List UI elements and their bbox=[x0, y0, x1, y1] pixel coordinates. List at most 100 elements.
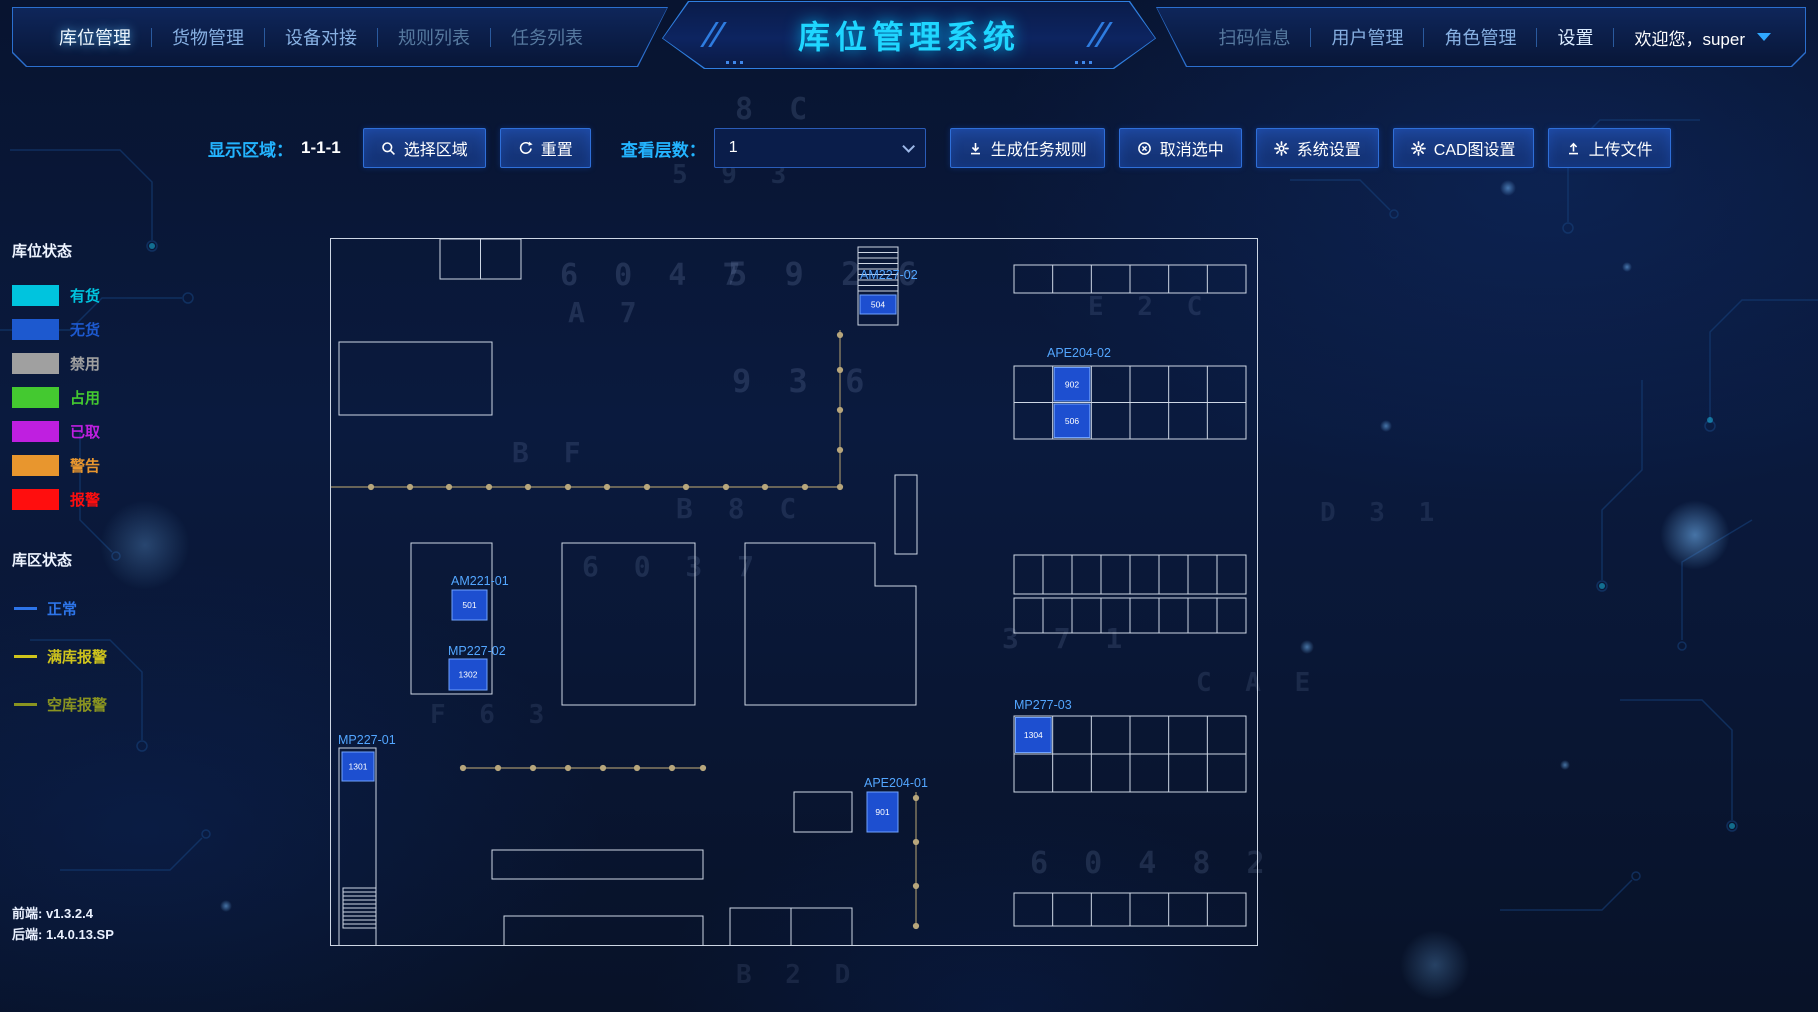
map-room bbox=[338, 341, 493, 416]
status-swatch bbox=[12, 318, 59, 340]
storage-cell[interactable] bbox=[448, 658, 488, 691]
generate-rule-button[interactable]: 生成任务规则 bbox=[949, 128, 1105, 168]
conveyor-node bbox=[722, 483, 730, 491]
cancel-select-label: 取消选中 bbox=[1159, 142, 1224, 159]
rack-label: APE204-02 bbox=[1047, 346, 1111, 360]
storage-cell[interactable] bbox=[341, 751, 375, 782]
matrix-glyph: B 2 D bbox=[736, 960, 860, 990]
storage-cell-label: 901 bbox=[875, 807, 889, 817]
gear-icon bbox=[1410, 140, 1426, 156]
reset-button[interactable]: 重置 bbox=[499, 128, 591, 168]
storage-cell-label: 1301 bbox=[349, 762, 368, 772]
conveyor-node bbox=[603, 483, 611, 491]
bokeh-dot bbox=[1400, 930, 1470, 1000]
map-room bbox=[338, 747, 377, 946]
cad-settings-button[interactable]: CAD图设置 bbox=[1392, 128, 1534, 168]
emblem-dots-left bbox=[726, 61, 743, 64]
status-label: 禁用 bbox=[70, 355, 101, 373]
conveyor-node bbox=[682, 483, 690, 491]
rack-label: APE204-01 bbox=[864, 776, 928, 790]
conveyor-node bbox=[494, 764, 502, 772]
map-room bbox=[894, 474, 918, 555]
slot-status-title: 库位状态 bbox=[12, 243, 73, 260]
floorplan-map[interactable]: 902506130450450113021301901AM227-02APE20… bbox=[330, 238, 1258, 946]
storage-cell[interactable] bbox=[866, 791, 899, 833]
legend-item-occupied: 占用 bbox=[12, 385, 172, 409]
upload-icon bbox=[1566, 141, 1581, 156]
reset-label: 重置 bbox=[540, 142, 573, 159]
nav-item-storage-mgmt[interactable]: 库位管理 bbox=[59, 28, 131, 48]
rack-label: AM227-02 bbox=[860, 268, 918, 282]
layer-label: 查看层数： bbox=[620, 140, 706, 160]
toolbar: 显示区域： 1-1-1 选择区域 重置 查看层数： 1 生成任务规则 bbox=[208, 127, 1671, 169]
status-swatch bbox=[12, 488, 59, 510]
header: 库位管理 货物管理 设备对接 规则列表 任务列表 库位管理系统 bbox=[0, 0, 1818, 80]
conveyor-node bbox=[912, 882, 920, 890]
nav-item-rule-list[interactable]: 规则列表 bbox=[398, 28, 470, 48]
generate-rule-label: 生成任务规则 bbox=[990, 142, 1087, 159]
cancel-circle-icon bbox=[1137, 141, 1152, 156]
download-icon bbox=[968, 141, 983, 156]
zone-line-swatch bbox=[14, 655, 37, 658]
conveyor-node bbox=[564, 483, 572, 491]
bokeh-dot bbox=[1560, 760, 1570, 770]
emblem-dots-right bbox=[1075, 61, 1092, 64]
nav-item-goods-mgmt[interactable]: 货物管理 bbox=[172, 28, 244, 48]
storage-cell[interactable] bbox=[1053, 403, 1091, 438]
zone-item-full-alarm: 满库报警 bbox=[12, 646, 172, 667]
nav-item-scan-info[interactable]: 扫码信息 bbox=[1218, 28, 1291, 48]
zone-item-empty-alarm: 空库报警 bbox=[12, 694, 172, 715]
select-area-button[interactable]: 选择区域 bbox=[362, 128, 486, 168]
conveyor-node bbox=[912, 794, 920, 802]
storage-cell-label: 504 bbox=[871, 300, 885, 310]
zone-label: 空库报警 bbox=[47, 697, 108, 714]
storage-cell-label: 1302 bbox=[459, 670, 478, 680]
zone-label: 正常 bbox=[47, 601, 78, 618]
zone-line-swatch bbox=[14, 703, 37, 706]
nav-item-settings[interactable]: 设置 bbox=[1557, 28, 1594, 48]
nav-item-device-link[interactable]: 设备对接 bbox=[285, 28, 357, 48]
conveyor-node bbox=[406, 483, 414, 491]
gear-icon bbox=[1273, 140, 1289, 156]
title-emblem: 库位管理系统 bbox=[662, 1, 1156, 69]
conveyor-node bbox=[699, 764, 707, 772]
upload-file-label: 上传文件 bbox=[1588, 142, 1653, 159]
right-nav-frame: 扫码信息 用户管理 角色管理 设置 欢迎您，super bbox=[1156, 7, 1806, 67]
nav-separator bbox=[1310, 28, 1311, 47]
nav-separator bbox=[151, 28, 152, 47]
layer-select[interactable]: 1 bbox=[713, 128, 926, 168]
storage-cell[interactable] bbox=[1053, 367, 1091, 402]
zone-item-normal: 正常 bbox=[12, 598, 172, 619]
map-room bbox=[793, 791, 853, 833]
storage-cell[interactable] bbox=[859, 294, 897, 315]
legend-item-picked: 已取 bbox=[12, 419, 172, 443]
storage-cell[interactable] bbox=[451, 589, 488, 621]
secondary-nav: 扫码信息 用户管理 角色管理 设置 欢迎您，super bbox=[1157, 24, 1805, 50]
nav-item-role-mgmt[interactable]: 角色管理 bbox=[1444, 28, 1517, 48]
nav-item-user-mgmt[interactable]: 用户管理 bbox=[1331, 28, 1404, 48]
nav-item-task-list[interactable]: 任务列表 bbox=[511, 28, 583, 48]
system-settings-button[interactable]: 系统设置 bbox=[1255, 128, 1379, 168]
zone-line-swatch bbox=[14, 607, 37, 610]
storage-cell-label: 902 bbox=[1065, 379, 1079, 389]
status-swatch bbox=[12, 386, 59, 408]
left-nav-frame: 库位管理 货物管理 设备对接 规则列表 任务列表 bbox=[12, 7, 668, 67]
conveyor-node bbox=[524, 483, 532, 491]
storage-cell-label: 501 bbox=[462, 600, 476, 610]
status-label: 无货 bbox=[70, 321, 101, 339]
storage-cell[interactable] bbox=[1015, 717, 1052, 753]
legend-item-warning: 警告 bbox=[12, 453, 172, 477]
cancel-select-button[interactable]: 取消选中 bbox=[1118, 128, 1242, 168]
display-area-value: 1-1-1 bbox=[301, 138, 341, 157]
refresh-icon bbox=[518, 141, 533, 156]
status-label: 报警 bbox=[70, 491, 101, 509]
conveyor-node bbox=[633, 764, 641, 772]
zone-status-title: 库区状态 bbox=[12, 552, 73, 569]
user-menu[interactable]: 欢迎您，super bbox=[1614, 25, 1779, 50]
display-area-label: 显示区域： bbox=[208, 140, 293, 160]
version-info: 前端: v1.3.2.4 后端: 1.4.0.13.SP bbox=[12, 903, 114, 945]
bokeh-dot bbox=[1500, 180, 1516, 196]
conveyor-node bbox=[836, 331, 844, 339]
upload-file-button[interactable]: 上传文件 bbox=[1547, 128, 1671, 168]
